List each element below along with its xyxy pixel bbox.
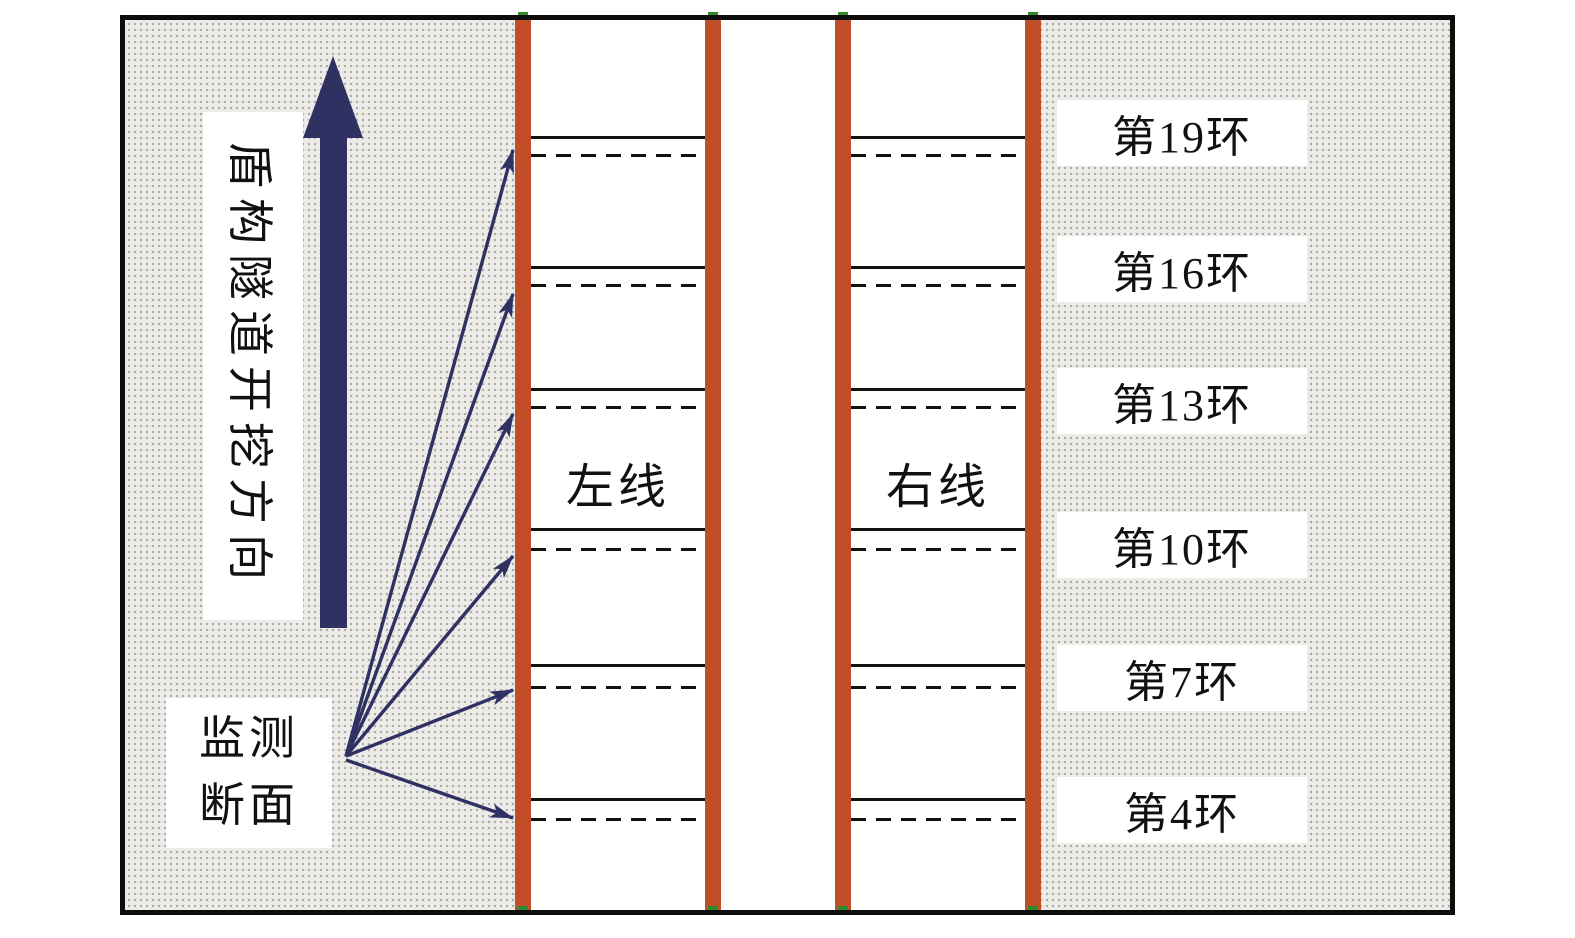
wall-end-mark xyxy=(708,906,718,914)
right-tunnel-bore xyxy=(851,20,1025,910)
between-tunnels-strip xyxy=(721,20,835,910)
monitor-section-label-line1: 监测 xyxy=(199,713,299,765)
monitor-section-solid-line xyxy=(851,664,1025,667)
right-tunnel-left-wall xyxy=(835,18,851,912)
monitor-section-dashed-line xyxy=(531,548,705,551)
monitor-section-solid-line xyxy=(531,664,705,667)
right-tunnel-label-text: 右线 xyxy=(885,461,990,514)
ring-label: 第10环 xyxy=(1057,512,1307,578)
wall-end-mark xyxy=(708,12,718,20)
wall-end-mark xyxy=(518,906,528,914)
left-tunnel-left-wall xyxy=(515,18,531,912)
monitor-section-solid-line xyxy=(851,528,1025,531)
wall-end-mark xyxy=(838,12,848,20)
monitor-section-dashed-line xyxy=(531,406,705,409)
monitor-section-dashed-line xyxy=(851,686,1025,689)
left-tunnel-label: 左线 xyxy=(531,452,705,514)
monitor-section-label-line2: 断面 xyxy=(199,780,299,831)
ring-label-text: 第7环 xyxy=(1124,658,1240,707)
monitor-section-solid-line xyxy=(851,798,1025,801)
wall-end-mark xyxy=(518,12,528,20)
monitor-section-solid-line xyxy=(531,266,705,269)
wall-end-mark xyxy=(1028,906,1038,914)
monitor-section-dashed-line xyxy=(851,284,1025,287)
monitor-section-dashed-line xyxy=(851,548,1025,551)
monitor-section-solid-line xyxy=(531,388,705,391)
left-tunnel-label-text: 左线 xyxy=(565,461,670,514)
monitor-section-solid-line xyxy=(531,798,705,801)
ring-label-text: 第4环 xyxy=(1124,790,1240,839)
monitor-section-dashed-line xyxy=(851,154,1025,157)
monitor-section-dashed-line xyxy=(531,284,705,287)
monitor-section-dashed-line xyxy=(531,686,705,689)
monitor-section-label-box: 监测 断面 xyxy=(166,698,332,848)
ring-label: 第16环 xyxy=(1057,236,1307,302)
monitor-section-solid-line xyxy=(531,136,705,139)
ring-label-text: 第10环 xyxy=(1112,525,1252,574)
right-tunnel-right-wall xyxy=(1025,18,1041,912)
monitor-section-solid-line xyxy=(851,266,1025,269)
wall-end-mark xyxy=(1028,12,1038,20)
monitor-section-dashed-line xyxy=(851,406,1025,409)
monitor-section-dashed-line xyxy=(531,154,705,157)
excavation-direction-label-box: 盾构隧道开挖方向 xyxy=(203,112,303,620)
monitor-section-solid-line xyxy=(851,136,1025,139)
ring-label-text: 第16环 xyxy=(1112,249,1252,298)
monitor-section-dashed-line xyxy=(531,818,705,821)
monitor-section-solid-line xyxy=(531,528,705,531)
left-tunnel-bore xyxy=(531,20,705,910)
ring-label: 第7环 xyxy=(1057,645,1307,711)
left-tunnel-right-wall xyxy=(705,18,721,912)
ring-label: 第13环 xyxy=(1057,368,1307,434)
right-tunnel-label: 右线 xyxy=(851,452,1025,514)
excavation-direction-label: 盾构隧道开挖方向 xyxy=(224,142,275,590)
monitor-section-solid-line xyxy=(851,388,1025,391)
ring-label: 第4环 xyxy=(1057,777,1307,843)
monitor-section-dashed-line xyxy=(851,818,1025,821)
ring-label-text: 第19环 xyxy=(1112,113,1252,162)
ring-label: 第19环 xyxy=(1057,100,1307,166)
ring-label-text: 第13环 xyxy=(1112,381,1252,430)
wall-end-mark xyxy=(838,906,848,914)
